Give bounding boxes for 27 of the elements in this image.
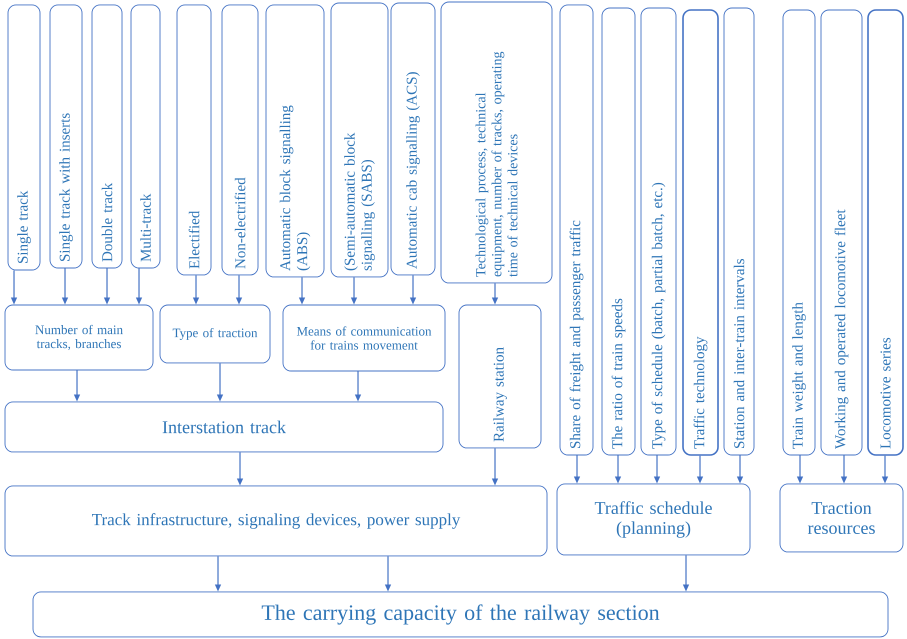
factor-box: Double track — [92, 4, 122, 268]
category-box: Traffic schedule (planning) — [556, 484, 750, 556]
factor-box: Train weight and length — [782, 10, 816, 456]
factor-box: Single track with inserts — [50, 4, 82, 268]
factor-box: Type of schedule (batch, partial batch, etc.) — [640, 8, 676, 456]
factor-box: The ratio of train speeds — [602, 8, 636, 456]
factor-box: Electified — [176, 4, 212, 276]
category-box: Number of main tracks, branches — [4, 304, 154, 370]
factor-box: Locomotive series — [867, 9, 904, 456]
factor-box: Single track — [8, 4, 40, 270]
category-box: Type of traction — [160, 304, 270, 364]
factor-box: Non-electrified — [222, 4, 258, 276]
category-box: Traction resources — [780, 484, 904, 552]
factor-box: Share of freight and passenger traffic — [560, 4, 594, 456]
factor-box: Automatic block signalling (ABS) — [266, 4, 324, 278]
factor-box: Automatic cab signalling (ACS) — [390, 2, 436, 276]
factor-box: Railway station — [458, 304, 542, 448]
factor-box: Working and operated locomotive fleet — [820, 10, 862, 456]
factor-box: Station and inter-train intervals — [724, 8, 754, 456]
factor-box: Traffic technology — [682, 9, 719, 456]
category-box: Means of communication for trains movement — [282, 304, 446, 372]
factor-box: Multi-track — [130, 4, 160, 268]
factor-box: (Semi-automatic block signalling (SABS) — [330, 2, 388, 278]
category-box: Interstation track — [4, 402, 444, 452]
result-box: The carrying capacity of the railway section — [32, 592, 888, 638]
factor-box: Technological process, technical equipment, number of tracks, operating time of technical devices — [440, 2, 552, 284]
category-box: Track infrastructure, signaling devices, power supply — [4, 486, 548, 556]
